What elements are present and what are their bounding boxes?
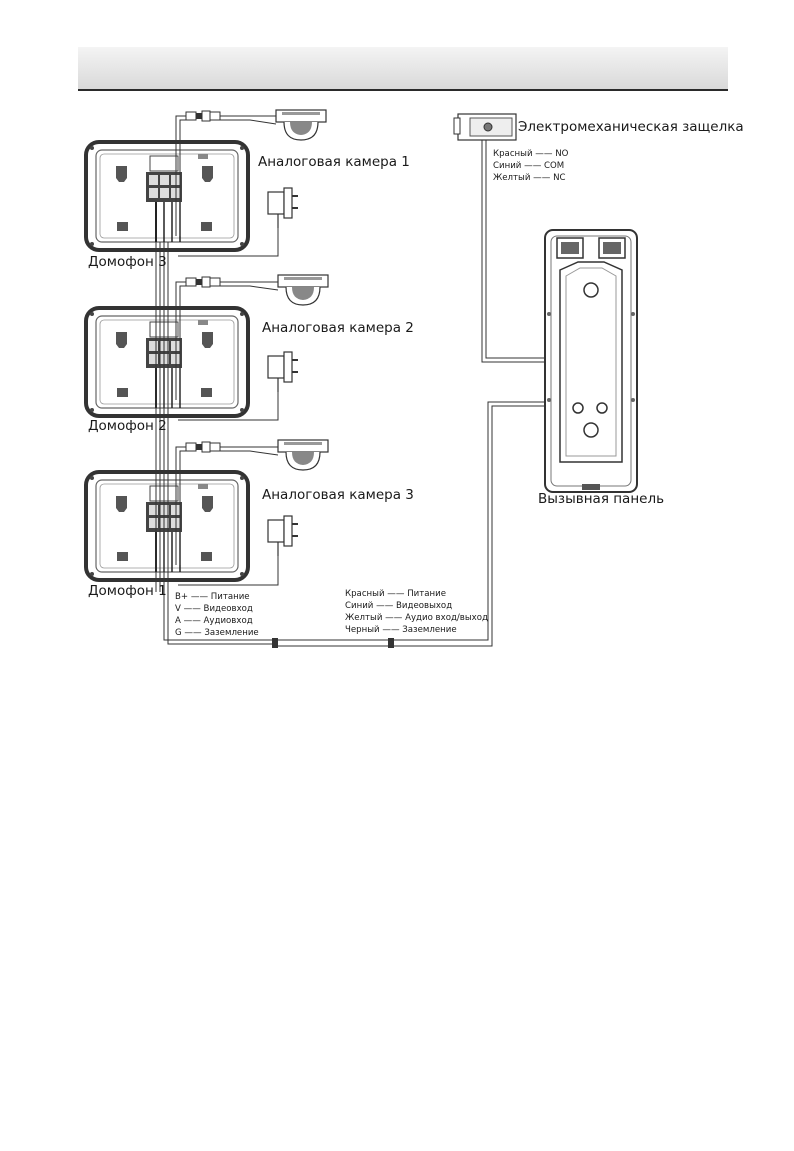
- indoor-terminal-2: A —— Аудиовход: [175, 616, 253, 626]
- lock-wire-sep: ——: [524, 161, 542, 171]
- door-wire-3: Черный —— Заземление: [345, 625, 457, 635]
- terminal-name: Питание: [210, 592, 250, 602]
- door-wire-color: Синий: [345, 601, 374, 611]
- intercom-3-device: [84, 140, 250, 252]
- door-wire-sep: ——: [382, 625, 400, 635]
- terminal-name: Заземление: [204, 628, 259, 638]
- camera-1-device: [275, 109, 327, 141]
- terminal-name: Аудиовход: [203, 616, 253, 626]
- camera-1-label: Аналоговая камера 1: [258, 154, 410, 170]
- lock-wire-color: Красный: [493, 149, 533, 159]
- terminal-sep: ——: [183, 604, 201, 614]
- cable-clamp-left: [272, 638, 278, 648]
- lock-wire-1: Синий —— COM: [493, 161, 564, 171]
- door-wire-name: Заземление: [402, 625, 457, 635]
- indoor-terminal-3: G —— Заземление: [175, 628, 259, 638]
- door-wire-sep: ——: [385, 613, 403, 623]
- lock-wire-2: Желтый —— NC: [493, 173, 566, 183]
- power-adapter-3: [267, 515, 299, 557]
- page-header-bar: [78, 47, 728, 91]
- bnc-connector-3: [185, 441, 221, 453]
- intercom-3-label: Домофон 3: [88, 254, 167, 270]
- terminal-pin: G: [175, 628, 182, 638]
- door-wire-name: Питание: [407, 589, 447, 599]
- camera-2-device: [277, 274, 329, 306]
- intercom-2-label: Домофон 2: [88, 418, 167, 434]
- power-adapter-2: [267, 351, 299, 393]
- door-wire-color: Желтый: [345, 613, 383, 623]
- door-wire-color: Черный: [345, 625, 380, 635]
- indoor-terminal-0: B+ —— Питание: [175, 592, 250, 602]
- indoor-terminal-1: V —— Видеовход: [175, 604, 253, 614]
- door-wire-0: Красный —— Питание: [345, 589, 446, 599]
- door-wire-sep: ——: [387, 589, 405, 599]
- door-wire-2: Желтый —— Аудио вход/выход: [345, 613, 488, 623]
- terminal-sep: ——: [183, 616, 201, 626]
- intercom-1-device: [84, 470, 250, 582]
- door-wire-color: Красный: [345, 589, 385, 599]
- door-wire-sep: ——: [376, 601, 394, 611]
- camera-2-label: Аналоговая камера 2: [262, 320, 414, 336]
- lock-wire-terminal: COM: [544, 161, 565, 171]
- terminal-pin: V: [175, 604, 181, 614]
- door-wire-1: Синий —— Видеовыход: [345, 601, 452, 611]
- terminal-pin: B+: [175, 592, 189, 602]
- bnc-connector-2: [185, 276, 221, 288]
- door-wire-name: Видеовыход: [396, 601, 453, 611]
- intercom-1-label: Домофон 1: [88, 583, 167, 599]
- lock-device: [453, 113, 517, 141]
- door-station-device: [544, 229, 638, 493]
- lock-wire-sep: ——: [533, 173, 551, 183]
- bnc-connector-1: [185, 110, 221, 122]
- power-adapter-1: [267, 187, 299, 229]
- lock-wire-color: Синий: [493, 161, 522, 171]
- lock-label: Электромеханическая защелка: [518, 119, 744, 135]
- lock-wire-terminal: NC: [553, 173, 566, 183]
- camera-3-label: Аналоговая камера 3: [262, 487, 414, 503]
- cable-clamp-right: [388, 638, 394, 648]
- terminal-sep: ——: [184, 628, 202, 638]
- lock-wire-0: Красный —— NO: [493, 149, 568, 159]
- camera-3-device: [277, 439, 329, 471]
- lock-wire-color: Желтый: [493, 173, 531, 183]
- lock-wire-sep: ——: [535, 149, 553, 159]
- terminal-sep: ——: [190, 592, 209, 602]
- lock-wire-terminal: NO: [555, 149, 569, 159]
- door-wire-name: Аудио вход/выход: [405, 613, 488, 623]
- door-station-label: Вызывная панель: [538, 491, 665, 507]
- terminal-name: Видеовход: [203, 604, 253, 614]
- intercom-2-device: [84, 306, 250, 418]
- terminal-pin: A: [175, 616, 181, 626]
